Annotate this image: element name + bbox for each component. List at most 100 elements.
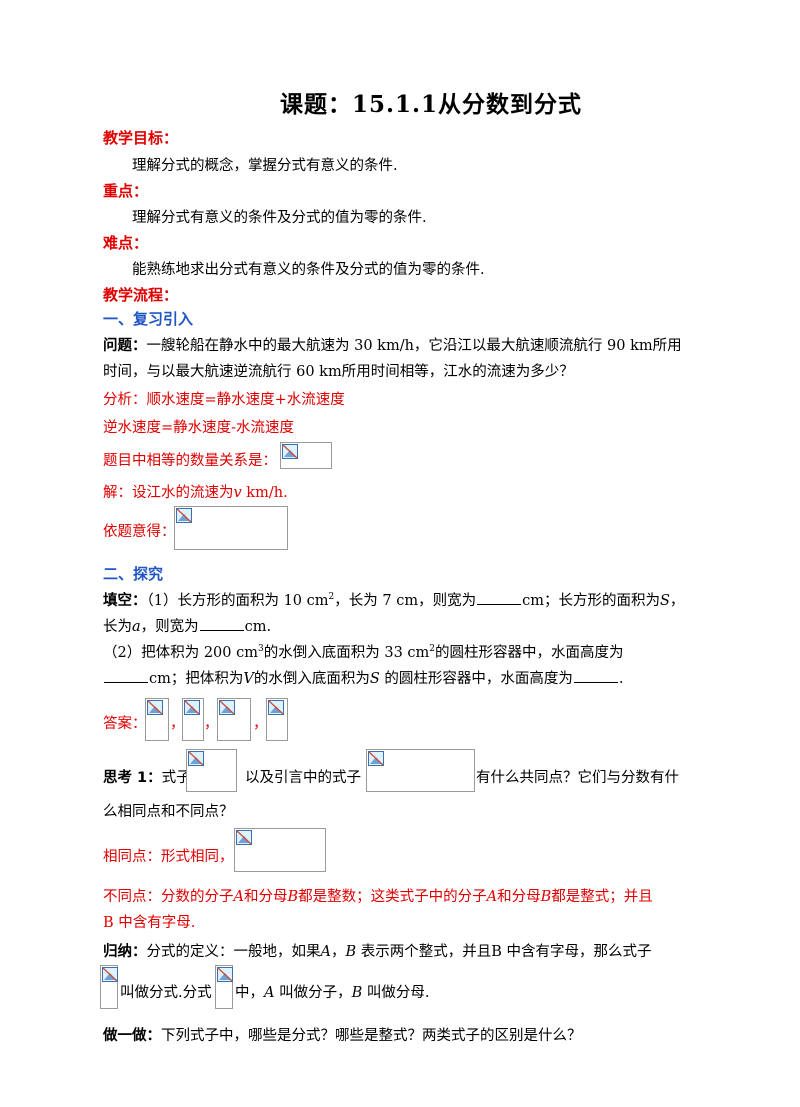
fill2-line2-c: 的圆柱形容器中，水面高度为 (379, 671, 573, 687)
summary-image-2 (215, 965, 233, 1009)
answer-label: 答案： (103, 716, 147, 732)
fill1-b: ，长为 7 cm，则宽为 (334, 593, 477, 609)
sup-2: 2 (429, 644, 436, 655)
fill1-line2-b: ，则宽为 (140, 619, 199, 635)
summary-line2-d: 叫做分母. (362, 985, 430, 1001)
think-text-b: 以及引言中的式子 (245, 770, 361, 786)
by-problem: 依题意得： (103, 524, 176, 540)
think-line2: 么相同点和不同点？ (103, 804, 234, 820)
summary-line1-text: 分式的定义：一般地，如果 (146, 944, 321, 960)
question-line1: 问题：一艘轮船在静水中的最大航速为 30 km/h，它沿江以最大航速顺流航行 9… (103, 334, 682, 355)
diff-line1: 不同点：分数的分子A和分母B都是整数；这类式子中的分子A和分母B都是整式；并且 (103, 885, 653, 906)
key-points-label: 重点： (103, 182, 149, 200)
diff-e: 都是整式；并且 (551, 889, 653, 905)
practice-text: 下列式子中，哪些是分式？哪些是整式？两类式子的区别是什么？ (161, 1028, 582, 1044)
practice-label: 做一做： (103, 1028, 161, 1044)
summary-label: 归纳： (103, 944, 147, 960)
fill1-c: cm；长方形的面积为 (522, 593, 660, 609)
same-image (234, 828, 326, 872)
fill2-line2-b: 的水倒入底面积为 (253, 671, 370, 687)
summary-line2-c: 叫做分子， (274, 985, 352, 1001)
blank (199, 629, 244, 631)
diff-a: 不同点：分数的分子 (103, 889, 234, 905)
think-text-a: 式子 (161, 770, 191, 786)
diff-d: 和分母 (497, 889, 541, 905)
image-placeholder-icon (188, 751, 204, 766)
image-placeholder-icon (268, 700, 284, 715)
process-label: 教学流程： (103, 286, 179, 304)
image-placeholder-icon (368, 751, 384, 766)
var-B: B (351, 985, 363, 1001)
equation-image-placeholder (174, 506, 288, 550)
summary-line2-a: 叫做分式.分式 (120, 985, 212, 1001)
image-placeholder-icon (217, 967, 233, 982)
fill2-line2-a: cm；把体积为 (149, 671, 244, 687)
fill1-a: （1）长方形的面积为 10 cm (146, 593, 329, 609)
think-line1-a: 思考 1：式子 (103, 766, 191, 787)
diff-b: 和分母 (243, 889, 288, 905)
fill2-b: 的水倒入底面积为 33 cm (263, 645, 430, 661)
image-placeholder-icon (236, 830, 252, 845)
fill2-line2-d: . (618, 671, 624, 687)
solution-var: v (233, 485, 242, 501)
blank (573, 681, 618, 683)
var-S: S (369, 671, 380, 687)
page-title: 课题：15.1.1从分数到分式 (280, 91, 583, 118)
section1-heading: 一、复习引入 (103, 310, 194, 328)
fill-line2: 长为a，则宽为 cm. (103, 615, 271, 636)
fill1-line2-a: 长为 (103, 619, 132, 635)
image-placeholder-icon (219, 700, 235, 715)
think-label: 思考 1： (103, 770, 162, 786)
analysis-line1: 分析：顺水速度=静水速度+水流速度 (103, 392, 345, 408)
summary-line2-rest: 中，A 叫做分子，B 叫做分母. (235, 981, 429, 1002)
diff-line2: B 中含有字母. (103, 915, 196, 931)
formula-image-placeholder (280, 442, 332, 469)
fill-line1: 填空：（1）长方形的面积为 10 cm2，长为 7 cm，则宽为 cm；长方形的面… (103, 589, 684, 610)
summary-line1: 归纳：分式的定义：一般地，如果A，B 表示两个整式，并且B 中含有字母，那么式子 (103, 940, 652, 961)
key-points-text: 理解分式有意义的条件及分式的值为零的条件. (132, 210, 427, 226)
var-A: A (486, 889, 498, 905)
question-label: 问题： (103, 338, 147, 354)
think-text-c: 有什么共同点？它们与分数有什 (476, 770, 679, 786)
question-text-1: 一艘轮船在静水中的最大航速为 30 km/h，它沿江以最大航速顺流航行 90 k… (146, 338, 682, 354)
var-V: V (243, 671, 254, 687)
answer-image-2 (182, 698, 204, 741)
answer-image-4 (266, 698, 288, 741)
sup-3: 3 (258, 644, 264, 655)
comma: ， (253, 716, 268, 732)
sep: ， (330, 944, 346, 960)
answer-image-1 (145, 698, 169, 741)
image-placeholder-icon (147, 700, 163, 715)
var-B: B (345, 944, 357, 960)
same-point: 相同点：形式相同， (103, 849, 234, 865)
summary-image-1 (100, 965, 118, 1009)
var-S: S (659, 593, 670, 609)
fill-label: 填空： (103, 593, 147, 609)
fill-line3: （2）把体积为 200 cm3的水倒入底面积为 33 cm2的圆柱形容器中，水面… (103, 641, 624, 662)
diff-c: 都是整数；这类式子中的分子 (298, 889, 487, 905)
var-A: A (264, 985, 275, 1001)
var-a: a (132, 619, 141, 635)
image-placeholder-icon (184, 700, 200, 715)
think-image-2 (366, 749, 475, 792)
var-B: B (287, 889, 299, 905)
fill1-line2-c: cm. (244, 619, 272, 635)
section2-heading: 二、探究 (103, 565, 164, 583)
equal-relation: 题目中相等的数量关系是： (103, 453, 277, 469)
blank (477, 603, 522, 605)
fill-line4: cm；把体积为V的水倒入底面积为S 的圆柱形容器中，水面高度为. (103, 667, 624, 688)
summary-line1-b: 表示两个整式，并且B 中含有字母，那么式子 (356, 944, 652, 960)
fill2-c: 的圆柱形容器中，水面高度为 (435, 645, 624, 661)
fill1-d: ， (669, 593, 685, 609)
comma: ， (204, 716, 219, 732)
var-A: A (320, 944, 331, 960)
var-B: B (540, 889, 552, 905)
fill2-a: （2）把体积为 200 cm (103, 645, 258, 661)
solution-pre: 解：设江水的流速为 (103, 485, 234, 501)
objectives-label: 教学目标： (103, 129, 179, 147)
answer-image-3 (217, 698, 251, 741)
sup-2: 2 (328, 592, 335, 603)
think-image-1 (186, 749, 237, 792)
difficulties-text: 能熟练地求出分式有意义的条件及分式的值为零的条件. (132, 262, 485, 278)
